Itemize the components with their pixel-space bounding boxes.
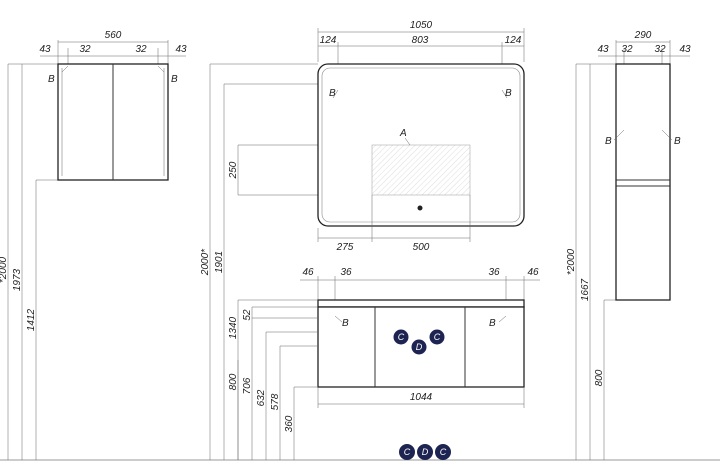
offset-124-left: 124: [320, 35, 337, 46]
mirror-label-b-left: B: [329, 88, 336, 99]
offset-43-right: 43: [175, 44, 187, 55]
badge-c-left-label: C: [398, 332, 405, 342]
height-1340: 1340: [228, 316, 239, 339]
width-1044: 1044: [410, 392, 433, 403]
floor-badge-c-left-label: C: [404, 447, 411, 457]
width-290: 290: [634, 30, 652, 41]
height-632: 632: [256, 389, 267, 406]
badge-d: [411, 339, 427, 355]
tall-height-800: 800: [594, 369, 605, 386]
offset-803: 803: [412, 35, 429, 46]
height-1973: 1973: [12, 268, 23, 291]
badge-c-right: [429, 329, 445, 345]
floor-badge-c-right: [435, 444, 451, 460]
hatched-panel: [371, 144, 471, 196]
mirror-label-b-right: B: [505, 88, 512, 99]
badge-c-left: [393, 329, 409, 345]
tall-label-b-right: B: [674, 136, 681, 147]
width-560: 560: [105, 30, 122, 41]
wall-cabinet: *2000 1973 1412 560 43 32 32 43 B B: [0, 30, 187, 460]
floor-badge-c-left: [399, 444, 415, 460]
height-360: 360: [284, 415, 295, 432]
offset-275: 275: [336, 242, 354, 253]
floor-badge-d: [417, 444, 433, 460]
vanity-offset-46-right: 46: [527, 267, 539, 278]
tall-offset-32-left: 32: [621, 44, 633, 55]
height-1667: 1667: [580, 278, 591, 301]
height-52: 52: [242, 309, 253, 321]
height-706: 706: [242, 377, 253, 394]
sensor-icon: [417, 205, 423, 211]
height-578: 578: [270, 393, 281, 410]
vanity-unit: 46 36 36 46 B B C D C 1044 1340: [228, 267, 540, 460]
height-1901: 1901: [214, 251, 225, 273]
tall-cabinet-body: [615, 63, 671, 301]
offset-43-left: 43: [39, 44, 51, 55]
width-1050: 1050: [410, 20, 433, 31]
tall-height-2000: *2000: [566, 248, 577, 275]
vanity-offset-36-left: 36: [340, 267, 352, 278]
floor-badge-d-label: D: [422, 447, 429, 457]
badge-c-right-label: C: [434, 332, 441, 342]
tall-label-b-left: B: [605, 136, 612, 147]
offset-32-right: 32: [135, 44, 147, 55]
height-2000: *2000: [0, 256, 9, 283]
floor-badge-c-right-label: C: [440, 447, 447, 457]
tall-cabinet: *2000 1667 800 290 43 32 32 43 B B: [566, 30, 691, 460]
vanity-label-b-right: B: [489, 318, 496, 329]
mirror-assembly: 2000* 1901 250 1050 124 803 124 B B: [200, 20, 525, 460]
height-2000-center: 2000*: [200, 248, 211, 276]
tall-offset-43-right: 43: [679, 44, 691, 55]
hinge-label-left: B: [48, 74, 55, 85]
countertop: [317, 299, 525, 308]
height-250: 250: [228, 161, 239, 179]
label-a: A: [399, 128, 407, 139]
badge-d-label: D: [416, 342, 423, 352]
floor-badges: C D C: [399, 444, 451, 460]
offset-32-left: 32: [79, 44, 91, 55]
hinge-label-right: B: [171, 74, 178, 85]
vanity-offset-46-left: 46: [302, 267, 314, 278]
offset-500: 500: [413, 242, 430, 253]
vanity-offset-36-right: 36: [488, 267, 500, 278]
height-800: 800: [228, 373, 239, 390]
vanity-label-b-left: B: [342, 318, 349, 329]
offset-124-right: 124: [505, 35, 522, 46]
height-1412: 1412: [26, 308, 37, 331]
tall-offset-43-left: 43: [597, 44, 609, 55]
tall-offset-32-right: 32: [654, 44, 666, 55]
